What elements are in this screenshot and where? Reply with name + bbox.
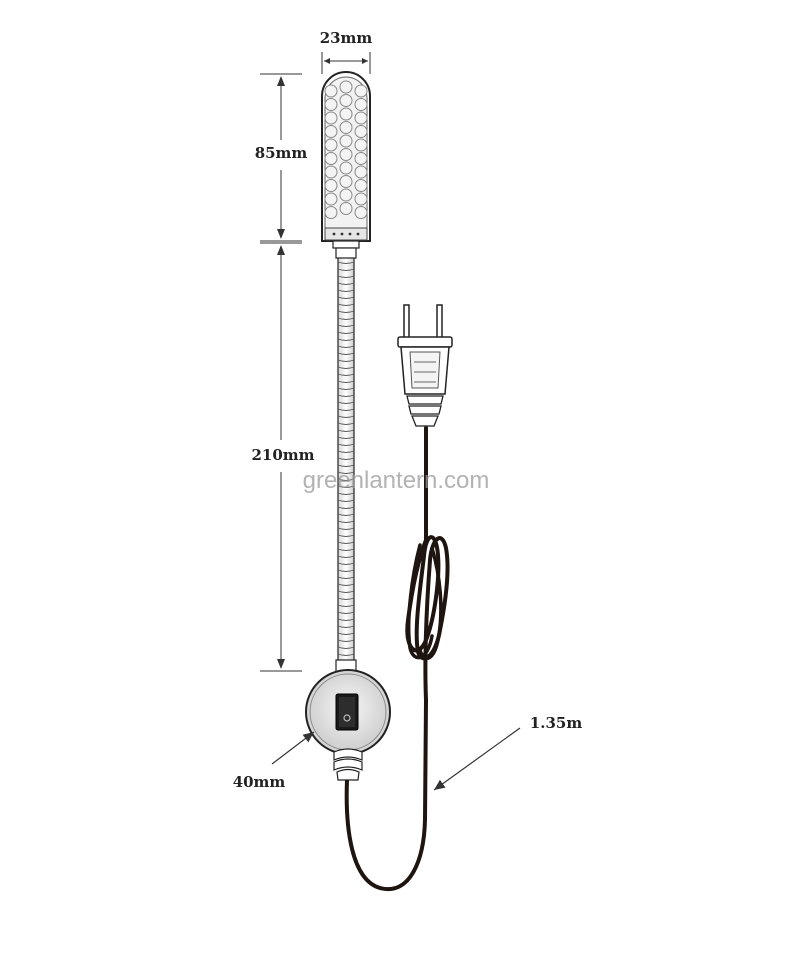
power-cable [344,426,450,892]
led-dot [354,98,368,111]
switch-base [305,659,391,781]
led-dot [339,175,353,188]
neck-length-label: 210mm [251,446,314,464]
rocker-switch-icon [335,693,359,731]
led-dot [324,206,338,219]
led-dot [324,192,338,206]
watermark-text: greenlantern.com [303,467,490,494]
led-dot [354,192,368,206]
led-dot [339,80,353,94]
head-width-label: 23mm [320,29,373,47]
base-diameter-label: 40mm [233,773,286,791]
dimension-cable-length: 1.35m [433,714,583,791]
led-dot [354,111,368,125]
lamp-head [321,71,371,259]
us-plug-icon [397,304,453,427]
led-dot [354,179,368,192]
led-dot [354,206,368,219]
led-dot [354,84,368,98]
led-dot [339,161,353,175]
dimension-base-diameter: 40mm [233,731,315,791]
led-dot [354,138,368,152]
led-dot [339,107,353,121]
led-dot [324,98,338,111]
led-dot [324,179,338,192]
led-dot [339,148,353,161]
led-dot [354,125,368,138]
led-dot [324,138,338,152]
led-dot [324,152,338,165]
head-length-label: 85mm [255,144,308,162]
led-dot [339,94,353,107]
led-dot [324,125,338,138]
led-dot [324,111,338,125]
dimension-head-width: 23mm [320,29,373,74]
led-array [324,80,368,219]
strain-relief [333,748,363,781]
dimension-head-length: 85mm [255,73,308,242]
head-indicator-dots [332,232,360,236]
cable-length-label: 1.35m [530,714,583,732]
led-dot [354,152,368,165]
led-dot [324,165,338,179]
led-dot [339,121,353,134]
gooseneck [337,244,355,671]
led-dot [324,84,338,98]
led-dot [339,202,353,215]
led-dot [339,134,353,148]
dimension-neck-length: 210mm [251,242,315,672]
led-dot [339,188,353,202]
led-dot [354,165,368,179]
